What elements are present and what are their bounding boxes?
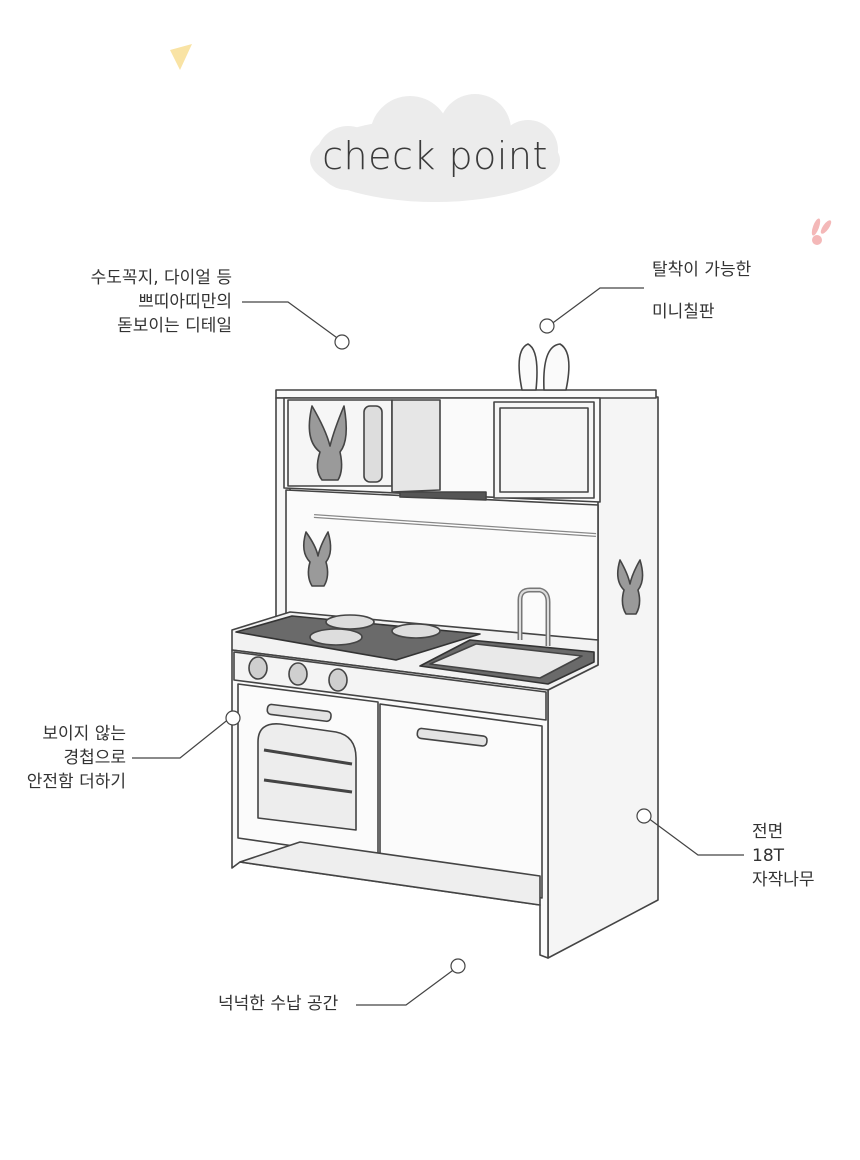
bunny-decoration-icon xyxy=(811,218,832,245)
page-title: check point xyxy=(322,134,548,178)
heart-decoration-icon xyxy=(170,44,192,70)
callout-material-line-1: 전면 xyxy=(752,822,784,842)
callout-material-line-3: 자작나무 xyxy=(752,870,815,890)
callout-chalkboard: 탈착이 가능한 미니칠판 xyxy=(652,258,751,324)
callout-material-line-2: 18T xyxy=(752,846,785,866)
callout-faucet: 수도꼭지, 다이얼 등 쁘띠아띠만의 돋보이는 디테일 xyxy=(40,266,232,338)
callout-faucet-line-3: 돋보이는 디테일 xyxy=(117,316,232,336)
callout-hinge-line-1: 보이지 않는 xyxy=(42,724,126,744)
callout-hinge-line-2: 경첩으로 xyxy=(63,748,126,768)
callout-chalkboard-line-1: 탈착이 가능한 xyxy=(652,260,752,280)
callout-faucet-line-1: 수도꼭지, 다이얼 등 xyxy=(90,268,232,288)
callout-faucet-line-2: 쁘띠아띠만의 xyxy=(138,292,232,312)
callout-hinge: 보이지 않는 경첩으로 안전함 더하기 xyxy=(6,722,126,794)
callout-hinge-line-3: 안전함 더하기 xyxy=(26,772,126,792)
callout-material: 전면 18T 자작나무 xyxy=(752,820,815,892)
callout-chalkboard-line-2: 미니칠판 xyxy=(652,302,715,322)
callout-storage: 넉넉한 수납 공간 xyxy=(218,992,338,1016)
title-cloud xyxy=(310,94,560,202)
callout-storage-line-1: 넉넉한 수납 공간 xyxy=(218,994,339,1014)
